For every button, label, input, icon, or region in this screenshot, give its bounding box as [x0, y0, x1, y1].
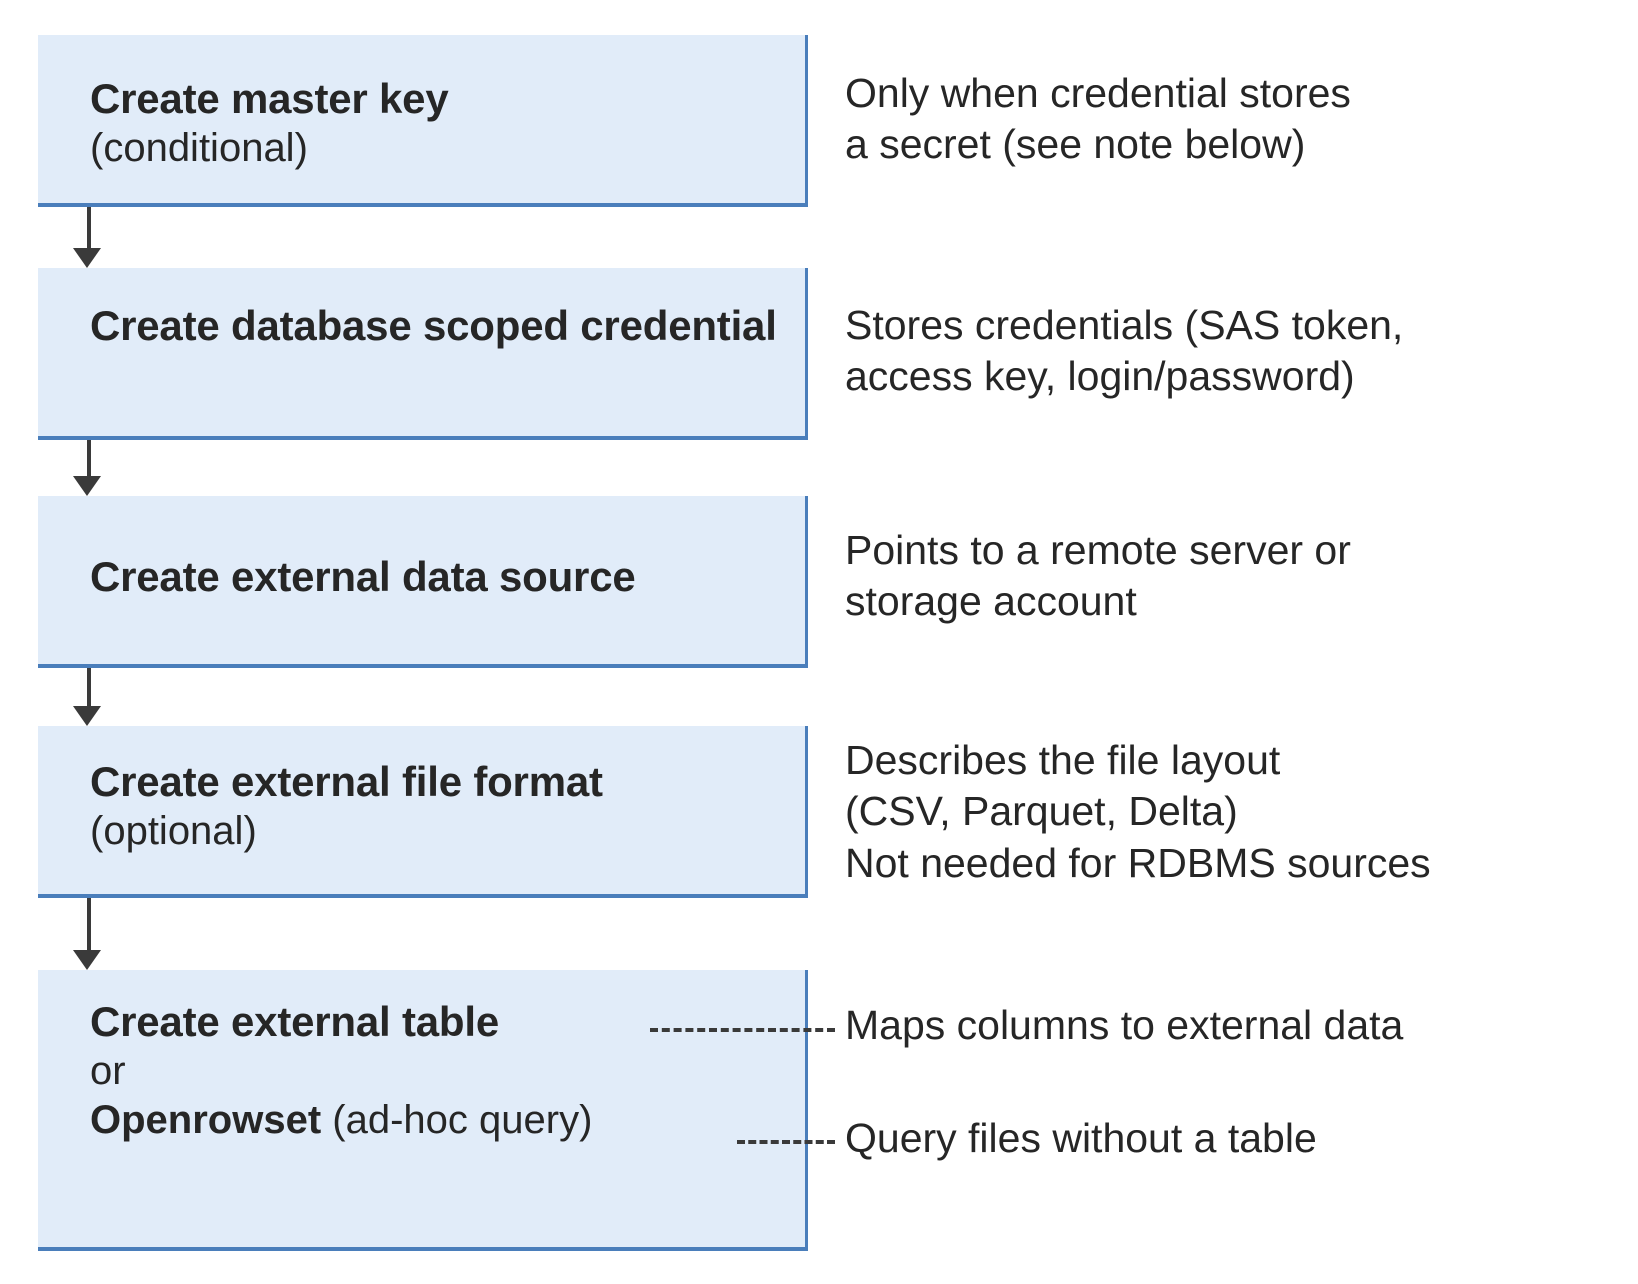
annotation-create-master-key: Only when credential stores a secret (se… [845, 70, 1351, 168]
arrow-shaft [87, 207, 91, 251]
step-connector-or: or [90, 1049, 126, 1094]
arrow-down-icon-2 [73, 440, 101, 496]
arrow-shaft [87, 440, 91, 479]
step-box-create-external-table-or-openrowset[interactable]: Create external table or Openrowset (ad-… [38, 970, 808, 1251]
step-label-create-master-key: Create master key (conditional) [90, 73, 795, 173]
annotation-create-external-table: Maps columns to external data [845, 1002, 1404, 1048]
annotation-create-database-scoped-credential: Stores credentials (SAS token, access ke… [845, 302, 1404, 400]
step-title: Create database scoped credential [90, 302, 777, 349]
step-subtitle: (optional) [90, 809, 257, 854]
step-title: Create master key [90, 75, 449, 122]
step-alt-title: Openrowset [90, 1098, 322, 1143]
step-alt-title-line: Openrowset (ad-hoc query) [90, 1096, 795, 1145]
step-box-create-database-scoped-credential[interactable]: Create database scoped credential [38, 268, 808, 440]
step-title: Create external file format [90, 758, 603, 805]
annotation-create-external-data-source: Points to a remote server or storage acc… [845, 527, 1351, 625]
step-label-create-external-file-format: Create external file format (optional) [90, 756, 795, 856]
step-alt-suffix: (ad-hoc query) [321, 1098, 593, 1143]
annotation-create-external-file-format: Describes the file layout (CSV, Parquet,… [845, 737, 1431, 886]
arrow-head [73, 476, 101, 496]
step-subtitle: (conditional) [90, 126, 308, 171]
arrow-head [73, 950, 101, 970]
arrow-down-icon-4 [73, 898, 101, 970]
step-label-create-external-data-source: Create external data source [90, 551, 795, 602]
annotation-openrowset: Query files without a table [845, 1115, 1317, 1161]
step-box-create-external-file-format[interactable]: Create external file format (optional) [38, 726, 808, 898]
step-label-create-database-scoped-credential: Create database scoped credential [90, 300, 795, 351]
arrow-head [73, 248, 101, 268]
step-title: Create external table [90, 998, 499, 1045]
arrow-shaft [87, 668, 91, 709]
arrow-head [73, 706, 101, 726]
step-title: Create external data source [90, 553, 636, 600]
arrow-down-icon-1 [73, 207, 101, 268]
arrow-shaft [87, 898, 91, 953]
step-label-create-external-table-or-openrowset: Create external table or Openrowset (ad-… [90, 996, 795, 1145]
step-box-create-master-key[interactable]: Create master key (conditional) [38, 35, 808, 207]
step-box-create-external-data-source[interactable]: Create external data source [38, 496, 808, 668]
dashed-leader-line-external-table [650, 1028, 835, 1032]
arrow-down-icon-3 [73, 668, 101, 726]
dashed-leader-line-openrowset [737, 1140, 835, 1144]
